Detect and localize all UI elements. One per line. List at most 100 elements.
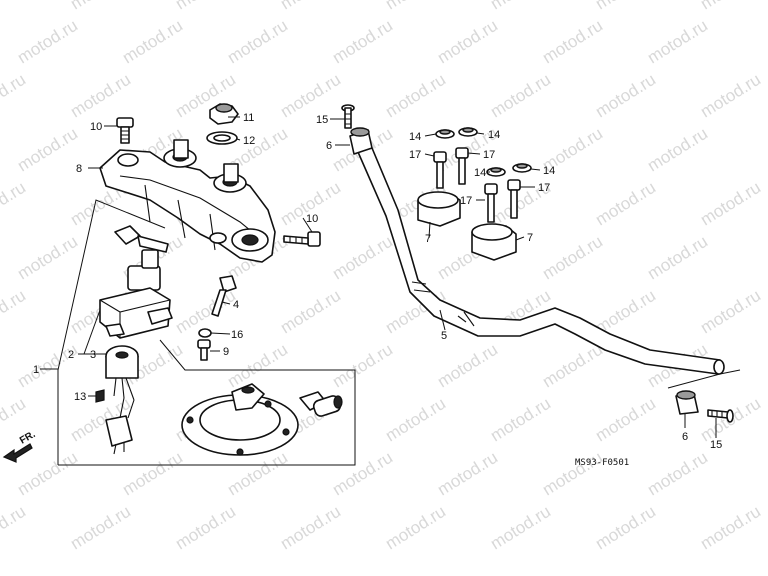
watermark-text: motod.ru (14, 16, 81, 68)
watermark-text: motod.ru (277, 286, 344, 338)
ignition-assembly-box (57, 199, 356, 466)
callout-15-bottom: 15 (710, 439, 722, 451)
callout-17-b: 17 (483, 149, 495, 161)
callout-7-a: 7 (425, 233, 431, 245)
top-bridge-part-8 (99, 139, 276, 263)
callout-8: 8 (76, 163, 82, 175)
watermark-text: motod.ru (14, 232, 81, 284)
washer-part-16 (198, 328, 212, 338)
screw-part-15-bottom (707, 409, 734, 423)
watermark-text: motod.ru (0, 70, 29, 122)
callout-1: 1 (33, 364, 39, 376)
watermark-text: motod.ru (487, 502, 554, 554)
watermark-text: motod.ru (592, 394, 659, 446)
callout-14-c: 14 (474, 167, 486, 179)
watermark-text: motod.ru (434, 16, 501, 68)
watermark-text: motod.ru (14, 124, 81, 176)
watermark-text: motod.ru (434, 340, 501, 392)
bolt-part-17-a (433, 151, 447, 189)
front-label: FR. (18, 429, 38, 447)
bolt-part-9 (197, 339, 211, 361)
watermark-text: motod.ru (382, 502, 449, 554)
lock-cylinder (299, 391, 343, 417)
handlebar-part-5 (357, 147, 725, 375)
watermark-text: motod.ru (67, 0, 134, 13)
callout-4: 4 (233, 299, 239, 311)
callout-14-b: 14 (488, 129, 500, 141)
bolt-part-10-top (116, 117, 134, 144)
callout-14-a: 14 (409, 131, 421, 143)
watermark-text: motod.ru (277, 70, 344, 122)
cap-part-14-d (512, 163, 532, 173)
callout-12: 12 (243, 135, 255, 147)
watermark-text: motod.ru (0, 502, 29, 554)
callout-10-right: 10 (306, 213, 318, 225)
watermark-text: motod.ru (644, 16, 711, 68)
callout-17-c: 17 (460, 195, 472, 207)
watermark-text: motod.ru (172, 502, 239, 554)
watermark-text: motod.ru (14, 448, 81, 500)
callout-10-top: 10 (90, 121, 102, 133)
watermark-text: motod.ru (329, 16, 396, 68)
watermark-text: motod.ru (224, 16, 291, 68)
fuel-cap-lock (181, 383, 299, 456)
cap-part-14-b (458, 127, 478, 137)
ignition-switch-part-2 (99, 249, 173, 339)
watermark-text: motod.ru (697, 0, 764, 13)
watermark-text: motod.ru (592, 178, 659, 230)
watermark-text: motod.ru (172, 0, 239, 13)
cap-part-14-a (435, 129, 455, 139)
callout-17-d: 17 (538, 182, 550, 194)
watermark-text: motod.ru (0, 0, 29, 13)
watermark-text: motod.ru (329, 340, 396, 392)
watermark-text: motod.ru (224, 340, 291, 392)
switch-part-3 (105, 345, 139, 455)
watermark-text: motod.ru (67, 70, 134, 122)
key-part (114, 225, 237, 317)
callout-17-a: 17 (409, 149, 421, 161)
holder-part-7-top (417, 191, 461, 227)
watermark-text: motod.ru (329, 448, 396, 500)
watermark-text: motod.ru (67, 502, 134, 554)
watermark-text: motod.ru (14, 340, 81, 392)
pinch-bolt-part-10 (283, 231, 321, 247)
callout-15-top: 15 (316, 114, 328, 126)
watermark-text: motod.ru (539, 340, 606, 392)
watermark-text: motod.ru (644, 448, 711, 500)
watermark-text: motod.ru (539, 232, 606, 284)
callout-3: 3 (90, 349, 96, 361)
callout-13: 13 (74, 391, 86, 403)
watermark-text: motod.ru (119, 16, 186, 68)
watermark-text: motod.ru (329, 232, 396, 284)
bolt-part-17-c (484, 183, 498, 223)
washer-part-12 (206, 131, 238, 145)
watermark-text: motod.ru (434, 448, 501, 500)
leader-lines (40, 116, 741, 438)
holder-part-7-bottom (471, 223, 517, 261)
callout-11: 11 (243, 112, 254, 124)
callout-labels: 10 11 12 8 10 15 6 14 14 17 17 14 14 17 … (33, 112, 722, 451)
watermark-text: motod.ru (697, 178, 764, 230)
watermark-text: motod.ru (539, 16, 606, 68)
watermark-text: motod.ru (644, 124, 711, 176)
watermark-text: motod.ru (382, 394, 449, 446)
watermark-text: motod.ru (592, 70, 659, 122)
nut-part-11 (209, 103, 239, 125)
callout-14-d: 14 (543, 165, 555, 177)
bar-end-part-6-top (349, 127, 373, 155)
diagram-code: MS93-F0501 (575, 458, 629, 468)
screw-part-15-top (341, 104, 355, 129)
watermark-text: motod.ru (487, 0, 554, 13)
callout-5: 5 (441, 330, 447, 342)
bolt-part-17-d (507, 179, 521, 219)
watermark-text: motod.ru (277, 0, 344, 13)
watermark-text: motod.ru (277, 502, 344, 554)
callout-7-b: 7 (527, 232, 533, 244)
callout-6-bottom: 6 (682, 431, 688, 443)
callout-16: 16 (231, 329, 243, 341)
watermark-text: motod.ru (697, 286, 764, 338)
watermark-text: motod.ru (697, 70, 764, 122)
watermark-text: motod.ru (0, 286, 29, 338)
